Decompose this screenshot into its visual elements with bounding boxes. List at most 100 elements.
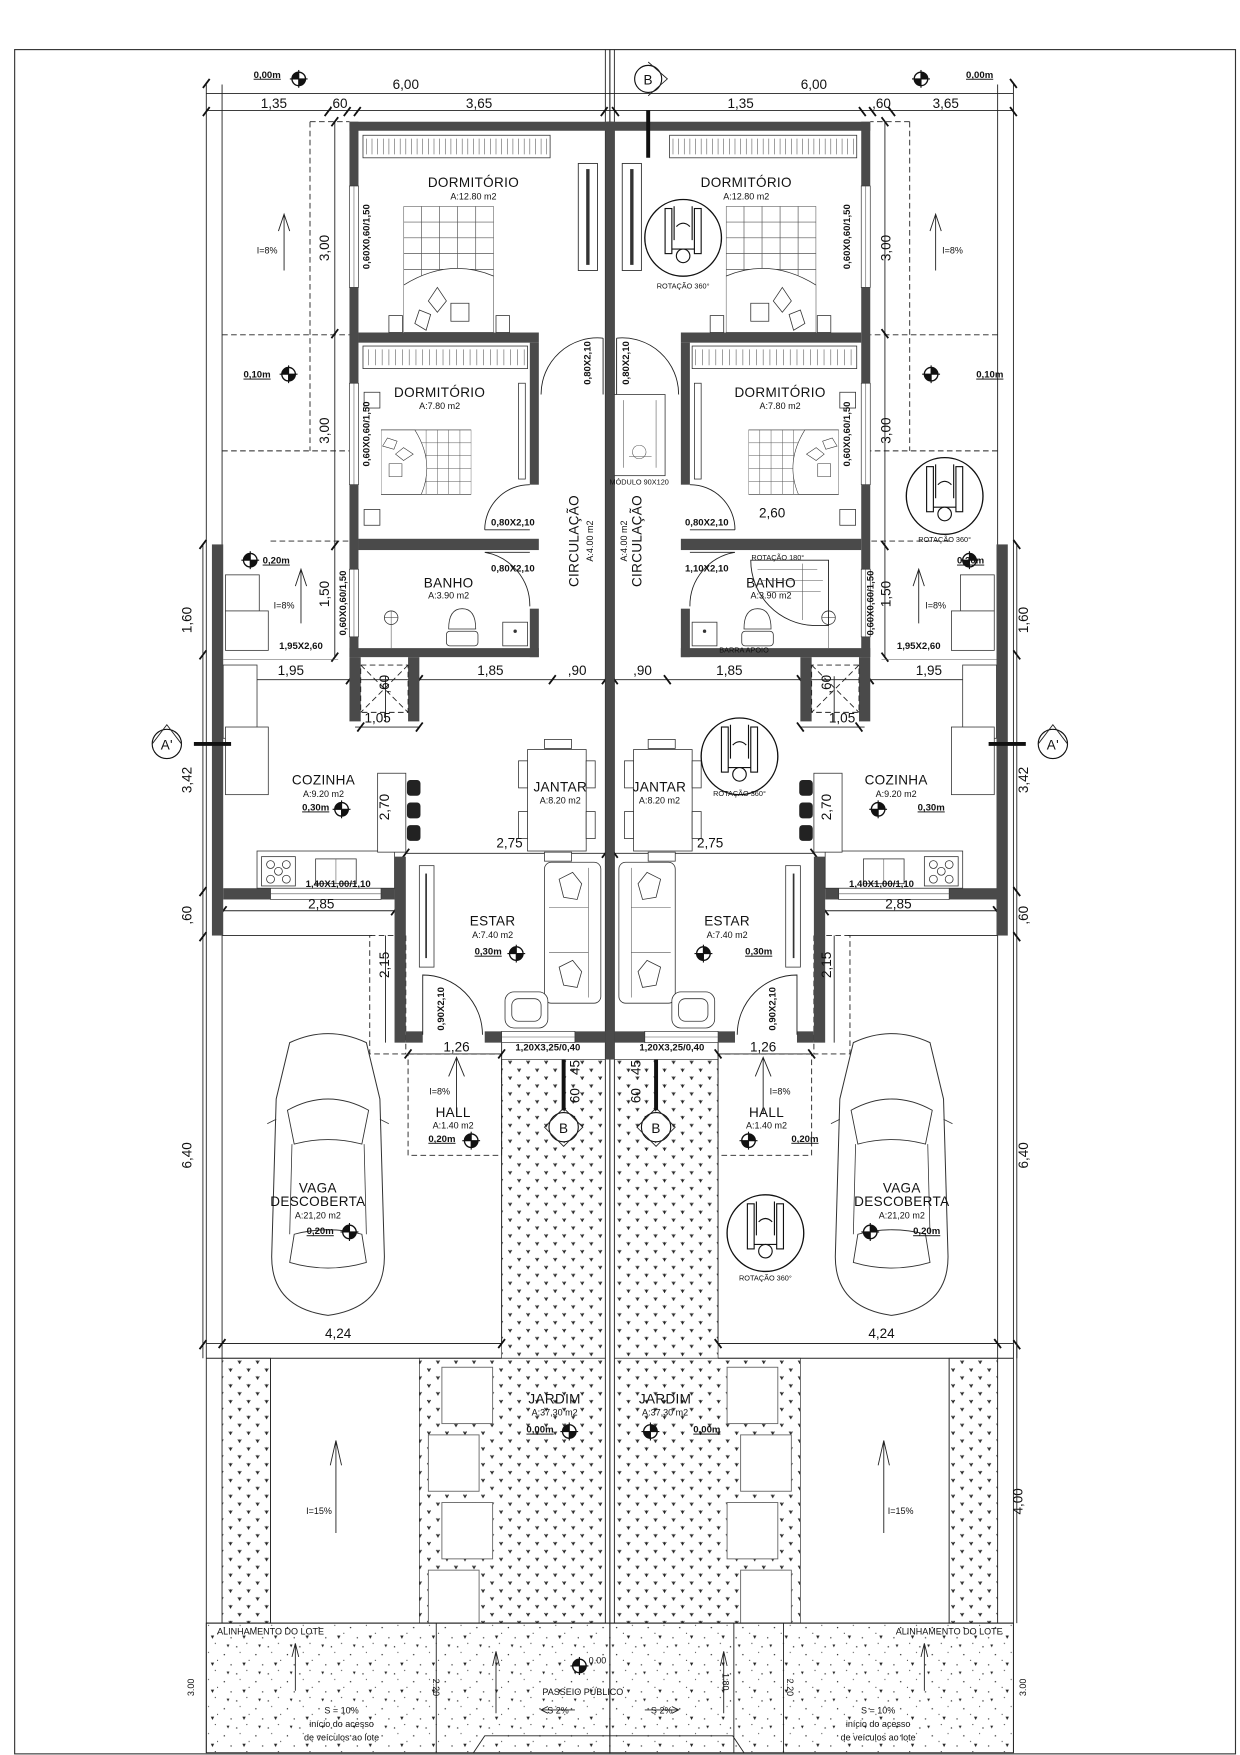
- door-label: 0,90X2,10: [768, 987, 779, 1031]
- sheet-frame: [14, 49, 1237, 1755]
- window-label: 1,20X3,25/0,40: [515, 1043, 580, 1054]
- slope-arrow: [912, 567, 925, 624]
- stepping-stone: [740, 1434, 792, 1492]
- door-label: 0,80X2,10: [491, 563, 535, 574]
- door-label: 0,90X2,10: [436, 987, 447, 1031]
- bar-stool: [406, 802, 421, 819]
- dim-total-width: 6,00: [393, 77, 419, 92]
- rotation-label: ROTAÇÃO 180°: [751, 553, 804, 562]
- room-name-vaga-2: DESCOBERTA: [854, 1194, 949, 1209]
- room-area-estar: A:7.40 m2: [472, 930, 513, 940]
- wall-cabinet: [694, 382, 702, 480]
- slope-label: I=8%: [274, 601, 295, 611]
- dim-top: 3,65: [466, 96, 492, 111]
- dim-label: 3,42: [180, 767, 195, 793]
- section-b-label: B: [559, 1121, 568, 1136]
- window-label: 0,60X0,60/1,50: [338, 571, 349, 636]
- sidewalk-note: início do acesso: [846, 1719, 911, 1729]
- dim-label: 1,26: [750, 1040, 776, 1055]
- slope-label: S 2%: [651, 1705, 673, 1715]
- level-marker-icon: [241, 551, 260, 570]
- dining-table: [518, 739, 596, 862]
- shaft: [811, 664, 860, 713]
- dim-label: 1,60: [180, 607, 195, 633]
- window-label: 0,60X0,60/1,50: [842, 204, 853, 269]
- room-area-dorm1: A:12.80 m2: [450, 192, 496, 202]
- section-b-label: B: [644, 73, 653, 88]
- wheelchair-rotation-180-area: [750, 559, 829, 627]
- room-name-cozinha: COZINHA: [292, 773, 355, 788]
- slope-arrow: [540, 1706, 575, 1714]
- dim-label: 2,85: [885, 896, 911, 911]
- room-area-hall: A:1.40 m2: [746, 1120, 787, 1130]
- room-name-dorm1: DORMITÓRIO: [701, 175, 792, 190]
- dim-label: 6,40: [1016, 1142, 1031, 1168]
- room-name-banho: BANHO: [746, 575, 796, 590]
- slope-label: S = 10%: [324, 1705, 358, 1715]
- level-label: 0,30m: [918, 802, 945, 813]
- dim-label: 3.00: [1018, 1679, 1028, 1697]
- wheelchair-module: [613, 394, 666, 477]
- slope-arrow: [291, 1643, 300, 1691]
- armchair: [671, 991, 716, 1029]
- room-name-vaga: VAGA: [299, 1181, 337, 1196]
- kitchen-fixtures: [799, 574, 997, 889]
- garden-strip: [221, 1357, 271, 1624]
- nightstand: [363, 509, 381, 526]
- level-label: 0,20m: [913, 1226, 940, 1237]
- window-label: 0,60X0,60/1,50: [362, 401, 373, 466]
- level-marker-icon: [289, 69, 308, 88]
- stepping-stone: [427, 1569, 480, 1624]
- room-name-circulacao: CIRCULAÇÃO: [566, 495, 581, 587]
- stepping-stone: [441, 1366, 494, 1425]
- lot-alignment-label: ALINHAMENTO DO LOTE: [896, 1626, 1003, 1636]
- dim-label: 2,60: [759, 505, 785, 520]
- dim-label: 1,05: [829, 711, 855, 726]
- room-area-estar: A:7.40 m2: [707, 930, 748, 940]
- dim-label: 3,00: [879, 235, 894, 261]
- level-label: 0,00m: [526, 1425, 553, 1436]
- section-b-label: B: [651, 1121, 660, 1136]
- room-area-cozinha: A:9.20 m2: [876, 789, 917, 799]
- stepping-stone: [726, 1366, 779, 1425]
- room-name-hall: HALL: [436, 1105, 471, 1120]
- dim-label: 1,50: [879, 581, 894, 607]
- level-label: 0,30m: [745, 947, 772, 958]
- nightstand: [709, 315, 725, 333]
- sidewalk-note: de veículos ao lote: [841, 1732, 916, 1742]
- level-marker-icon: [911, 69, 930, 88]
- room-area-hall: A:1.40 m2: [433, 1120, 474, 1130]
- stepping-stone: [726, 1502, 779, 1560]
- level-marker-icon: [279, 365, 298, 384]
- dim-label: 1,50: [317, 581, 332, 607]
- room-area-jantar: A:8.20 m2: [540, 796, 581, 806]
- public-sidewalk-area: [205, 1622, 611, 1754]
- window-label: 0,60X0,60/1,50: [866, 571, 877, 636]
- slope-arrow: [329, 1440, 343, 1533]
- mirror-line: [630, 169, 634, 265]
- sidewalk-divider: [609, 1622, 1014, 1753]
- level-marker-icon: [462, 1131, 481, 1150]
- room-area-dorm1: A:12.80 m2: [723, 192, 769, 202]
- slope-arrow: [877, 1440, 890, 1533]
- door-label: 0,80X2,10: [491, 517, 535, 528]
- stepping-stone: [427, 1434, 480, 1492]
- patio-dashed-lines: [222, 121, 350, 542]
- level-label: 0,20m: [791, 1134, 818, 1145]
- level-label: 0,00m: [966, 70, 993, 81]
- dim-label: 6,40: [180, 1142, 195, 1168]
- level-label: 0,10m: [976, 370, 1003, 381]
- slope-arrow: [492, 1651, 500, 1714]
- dim-label: 45: [567, 1060, 582, 1075]
- dim-label: 2,70: [819, 794, 834, 820]
- sidewalk-note: de veículos ao lote: [304, 1732, 379, 1742]
- room-area-vaga: A:21,20 m2: [879, 1210, 925, 1220]
- slope-label: I=8%: [770, 1086, 791, 1096]
- double-bed: [748, 429, 839, 495]
- bathroom-fixtures: [384, 608, 528, 649]
- level-marker-icon: [739, 1131, 758, 1150]
- door-label: 1,95X2,60: [279, 641, 323, 652]
- section-marker-b: [636, 1059, 676, 1147]
- dim-label: 3,00: [317, 235, 332, 261]
- level-label: 0,10m: [243, 370, 270, 381]
